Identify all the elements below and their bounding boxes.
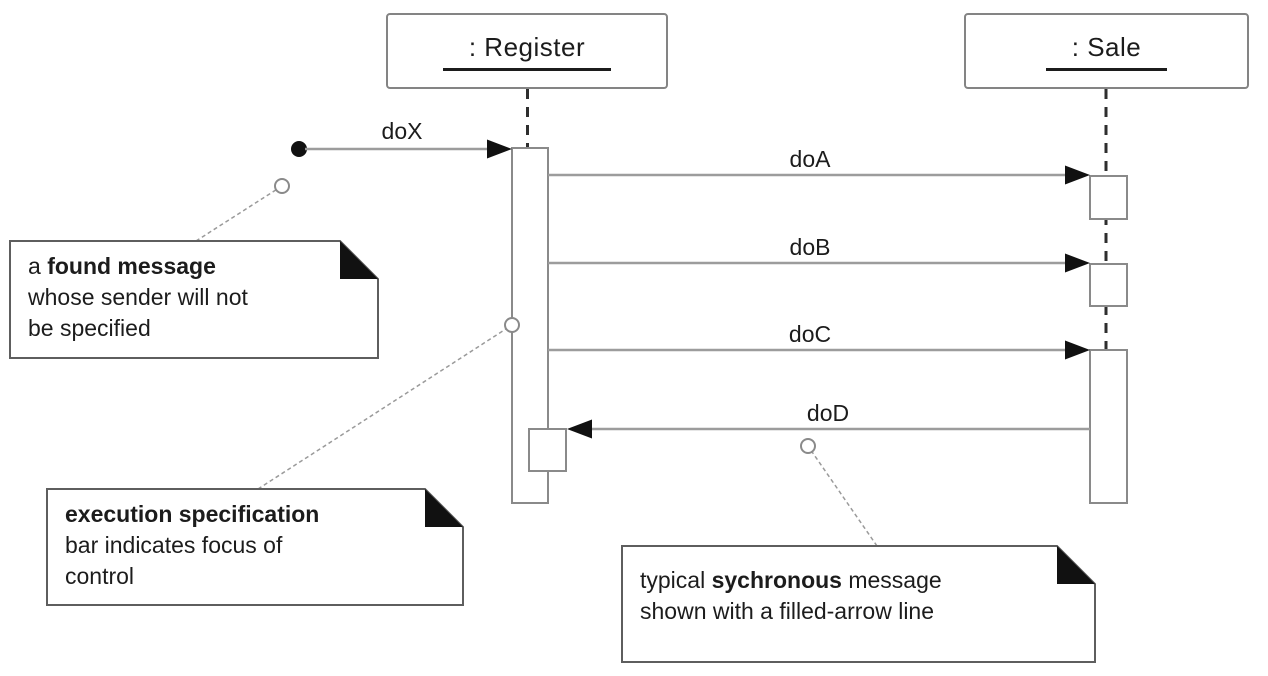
message-label-doA: doA — [789, 146, 831, 172]
note-synchronous-line1: typical sychronous message — [640, 565, 942, 596]
arrowhead-doC-icon — [1065, 340, 1090, 360]
arrowhead-doX-icon — [487, 139, 512, 159]
note3-line1-prefix: typical — [640, 567, 712, 593]
note3-line1-bold: sychronous — [711, 567, 842, 593]
note-found-message-text: a found message whose sender will not be… — [28, 251, 248, 344]
anchor-circle-execution-icon — [504, 317, 520, 333]
anchor-circle-found-message-icon — [274, 178, 290, 194]
note3-line1-suffix: message — [841, 567, 942, 593]
note-found-message-line1: a found message — [28, 251, 248, 282]
note1-line1-prefix: a — [28, 253, 48, 279]
note-execution-shape — [46, 488, 464, 606]
note2-line1-bold: execution specification — [65, 501, 320, 527]
note-synchronous-line2: shown with a filled-arrow line — [640, 598, 935, 624]
note-execution-text: execution specification bar indicates fo… — [65, 499, 319, 592]
message-label-doB: doB — [789, 234, 831, 260]
note-found-message-line3: be specified — [28, 315, 151, 341]
note1-line1-bold: found message — [47, 253, 216, 279]
note-found-message-shape — [9, 240, 379, 359]
sale-execution-bar-doA — [1089, 175, 1128, 220]
found-message-dot-icon — [291, 141, 307, 157]
sale-execution-bar-doB — [1089, 263, 1128, 307]
register-nested-execution-bar — [528, 428, 567, 472]
note-execution-line3: control — [65, 563, 135, 589]
note-synchronous-fold-icon — [1057, 546, 1095, 584]
anchor-circle-synchronous-icon — [800, 438, 816, 454]
arrowhead-doD-icon — [567, 419, 592, 439]
note-synchronous-text: typical sychronous message shown with a … — [640, 565, 942, 627]
arrowhead-doA-icon — [1065, 165, 1090, 185]
note-found-message-line2: whose sender will not — [28, 284, 248, 310]
connector-execution-note — [257, 324, 513, 490]
note-synchronous-shape — [621, 545, 1096, 663]
note-found-message-fold-icon — [340, 241, 378, 279]
sale-box — [964, 13, 1249, 89]
message-label-doX: doX — [381, 118, 423, 144]
note-execution-line1: execution specification — [65, 499, 319, 530]
connector-found-message-note — [195, 185, 283, 242]
participant-register: : Register — [387, 14, 667, 88]
note-execution-fold-icon — [425, 489, 463, 527]
connector-synchronous-note — [807, 445, 878, 547]
message-label-doC: doC — [788, 321, 832, 347]
participant-register-name: : Register — [442, 32, 612, 71]
participant-sale: : Sale — [965, 14, 1248, 88]
message-label-doD: doD — [806, 400, 850, 426]
participant-sale-name: : Sale — [1045, 32, 1168, 71]
note-execution-line2: bar indicates focus of — [65, 532, 283, 558]
sale-execution-bar-doC — [1089, 349, 1128, 504]
arrowhead-doB-icon — [1065, 253, 1090, 273]
